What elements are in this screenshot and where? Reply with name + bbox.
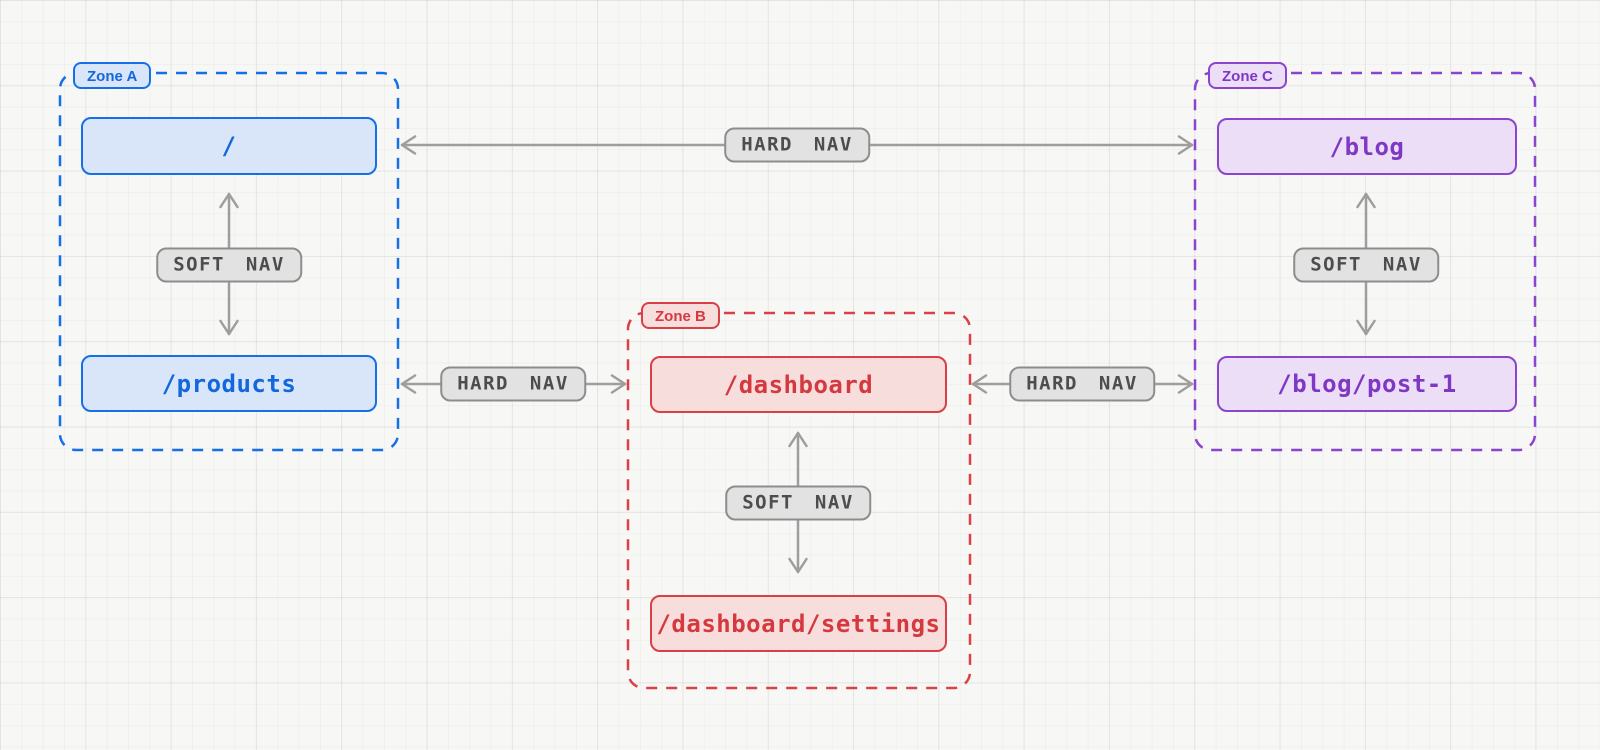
soft-nav-badge-zone-c: SOFT NAV <box>1293 247 1439 283</box>
route-node-root-label: / <box>221 132 237 160</box>
soft-nav-badge-zone-b: SOFT NAV <box>725 485 871 521</box>
zone-a-label: Zone A <box>87 67 138 85</box>
route-node-products: /products <box>81 355 377 412</box>
zone-c-label-badge: Zone C <box>1208 62 1287 89</box>
route-node-dashboard: /dashboard <box>650 356 947 413</box>
route-node-products-label: /products <box>161 369 297 398</box>
route-node-blog-label: /blog <box>1329 132 1405 161</box>
zone-c-boundary <box>1193 71 1537 452</box>
route-node-blog-post-1-label: /blog/post-1 <box>1277 370 1457 398</box>
zone-b-label: Zone B <box>655 307 706 325</box>
route-node-dashboard-settings-label: /dashboard/settings <box>656 609 941 638</box>
route-node-dashboard-label: /dashboard <box>723 370 874 399</box>
zone-c-label: Zone C <box>1222 67 1273 85</box>
zone-a-boundary <box>58 71 400 452</box>
zone-b-label-badge: Zone B <box>641 302 720 329</box>
hard-nav-badge-left: HARD NAV <box>440 366 586 402</box>
hard-nav-badge-right: HARD NAV <box>1009 366 1155 402</box>
soft-nav-badge-zone-a: SOFT NAV <box>156 247 302 283</box>
route-node-root: / <box>81 117 377 175</box>
zone-a-label-badge: Zone A <box>73 62 152 89</box>
hard-nav-badge-top: HARD NAV <box>724 127 870 163</box>
route-node-blog: /blog <box>1217 118 1517 175</box>
route-node-dashboard-settings: /dashboard/settings <box>650 595 947 652</box>
route-node-blog-post-1: /blog/post-1 <box>1217 356 1517 412</box>
zone-b-boundary <box>626 311 972 690</box>
